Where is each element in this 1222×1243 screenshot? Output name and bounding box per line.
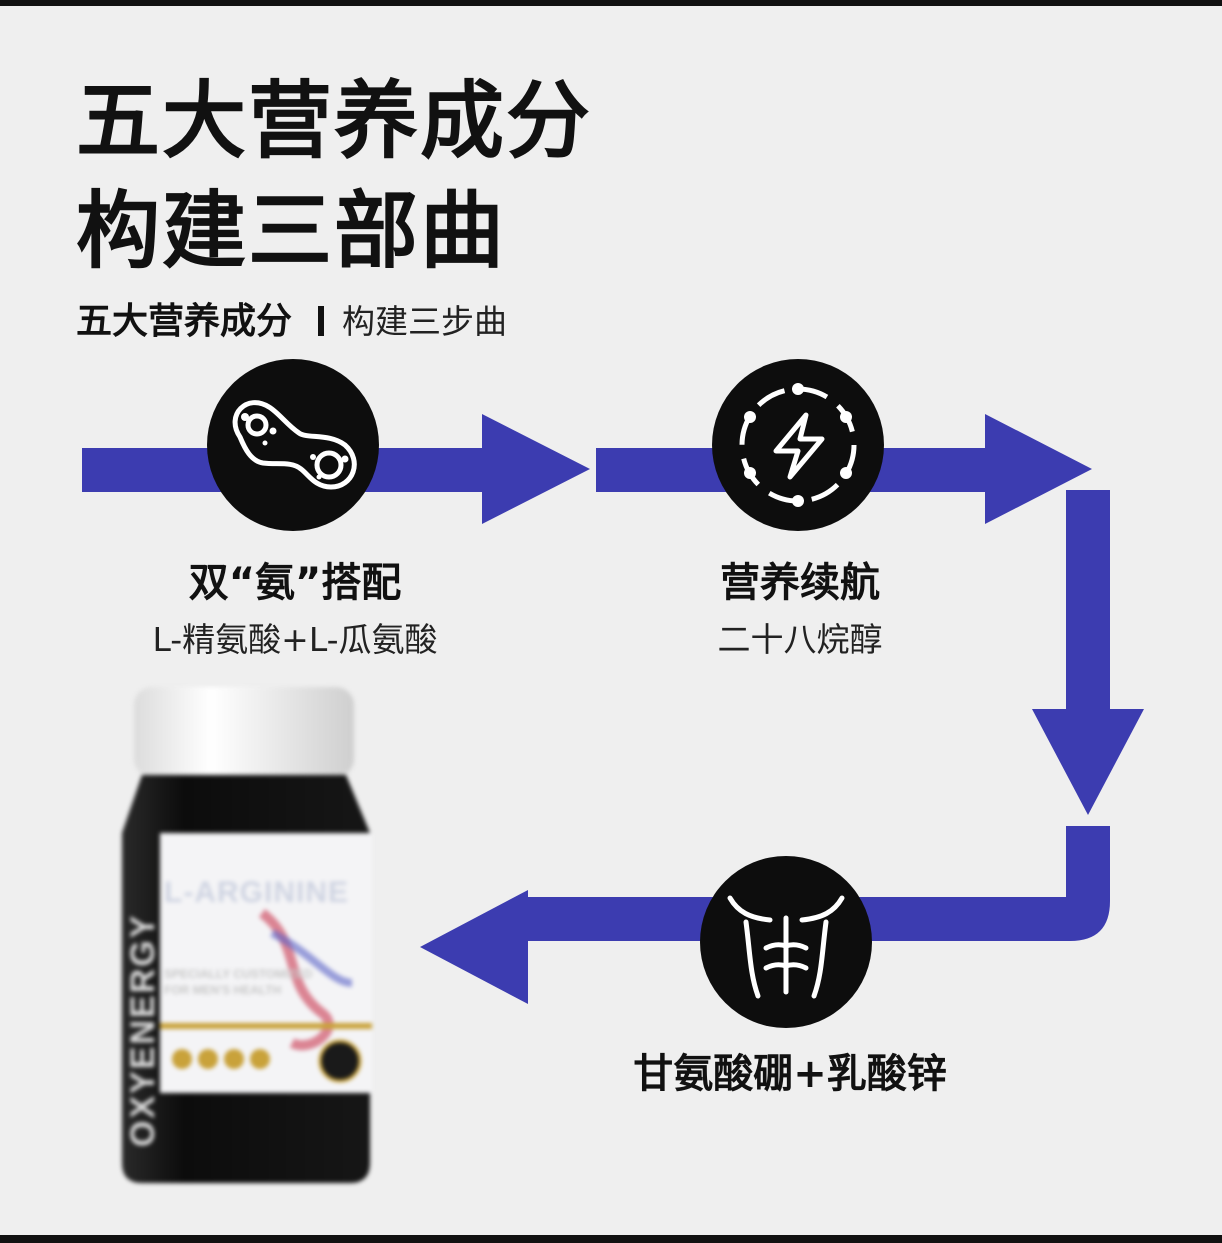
arrow-head-1 — [482, 414, 590, 524]
step-2-title: 营养续航 — [720, 560, 880, 606]
step-3-title: 甘氨酸硼+乳酸锌 — [633, 1051, 947, 1097]
subtitle-left: 五大营养成分 — [76, 301, 293, 342]
step-2-subtitle: 二十八烷醇 — [717, 620, 883, 659]
subtitle: 五大营养成分 构建三步曲 — [76, 304, 507, 340]
arrow-head-4 — [420, 890, 528, 1004]
product-bottle: OXYENERGY L-ARGININE SPECIALLY CUSTOMIZE… — [112, 683, 382, 1188]
step-1-subtitle: L-精氨酸+L-瓜氨酸 — [152, 620, 438, 659]
bottle-product-name: L-ARGININE — [164, 876, 349, 909]
bottle-claim-2: FOR MEN'S HEALTH — [164, 983, 282, 997]
step-1-title: 双“氨”搭配 — [188, 560, 402, 606]
arrow-shaft-3 — [1066, 490, 1110, 712]
bottle-brand: OXYENERGY — [124, 913, 162, 1147]
arrow-shaft-4 — [520, 826, 1110, 941]
infographic-canvas: 五大营养成分 构建三部曲 五大营养成分构建三步曲 — [0, 6, 1222, 1235]
energy-bolt-icon — [712, 359, 884, 531]
arrow-head-2 — [985, 414, 1092, 524]
two-cells-icon — [207, 359, 379, 531]
arrow-head-3 — [1032, 709, 1144, 815]
bottle-claim-1: SPECIALLY CUSTOMIZED — [164, 967, 313, 981]
page-title-line-1: 五大营养成分 — [76, 72, 593, 170]
torso-icon — [700, 856, 872, 1028]
bottle-shape — [122, 687, 372, 1183]
page-title-line-2: 构建三部曲 — [76, 182, 507, 280]
subtitle-right: 构建三步曲 — [342, 302, 508, 341]
subtitle-separator — [318, 306, 325, 336]
